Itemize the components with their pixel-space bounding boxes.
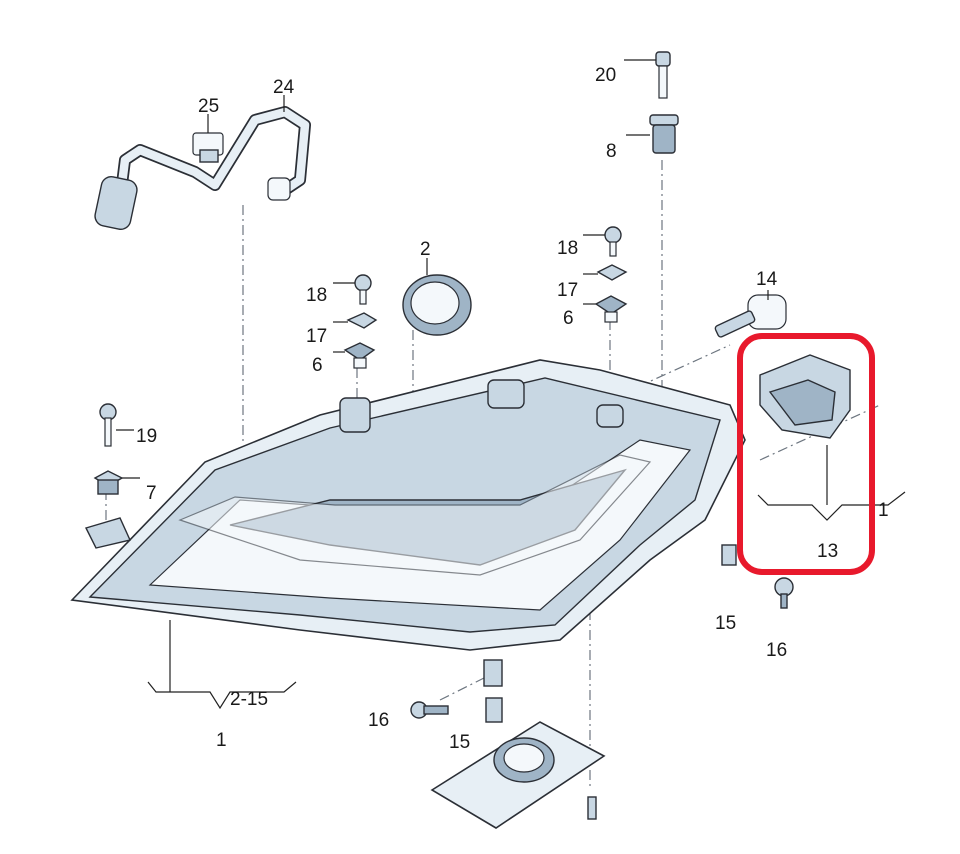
label-25: 25 <box>198 96 220 117</box>
label-1-right: 1 <box>878 500 889 521</box>
label-24: 24 <box>273 77 295 98</box>
bulb-14 <box>714 294 787 338</box>
label-15-right: 15 <box>715 613 737 634</box>
screw-16-right <box>774 577 794 609</box>
label-17-left: 17 <box>306 326 328 347</box>
label-17-right: 17 <box>557 280 579 301</box>
clip-15-right <box>721 544 737 566</box>
clip-25 <box>192 132 224 163</box>
nut-7 <box>93 470 124 495</box>
left-fastener-stack <box>343 274 378 369</box>
label-18-right: 18 <box>557 238 579 259</box>
label-15-bottom: 15 <box>449 732 471 753</box>
label-2-15: 2-15 <box>230 689 269 710</box>
headlamp-housing-1 <box>70 359 746 687</box>
label-19: 19 <box>136 426 158 447</box>
bolt-20 <box>655 51 671 99</box>
label-8: 8 <box>606 141 617 162</box>
label-7: 7 <box>146 483 157 504</box>
screw-16-bottom <box>410 701 449 719</box>
label-2: 2 <box>420 239 431 260</box>
label-14: 14 <box>756 269 778 290</box>
control-unit <box>430 721 606 829</box>
harness-24 <box>94 106 311 231</box>
label-18-left: 18 <box>306 285 328 306</box>
module-13 <box>759 354 851 439</box>
label-1-bottom: 1 <box>216 730 227 751</box>
label-16-bottom: 16 <box>368 710 390 731</box>
cover-cap-2 <box>402 274 472 336</box>
label-6-right: 6 <box>563 308 574 329</box>
grommet-8 <box>649 114 679 154</box>
label-6-left: 6 <box>312 355 323 376</box>
bolt-19 <box>99 403 117 447</box>
label-16-right: 16 <box>766 640 788 661</box>
leader-lines <box>116 59 906 710</box>
right-fastener-stack <box>594 226 628 323</box>
label-13: 13 <box>817 541 839 562</box>
label-20: 20 <box>595 65 617 86</box>
highlight-box <box>737 333 875 575</box>
clip-15-bottom <box>485 697 503 723</box>
